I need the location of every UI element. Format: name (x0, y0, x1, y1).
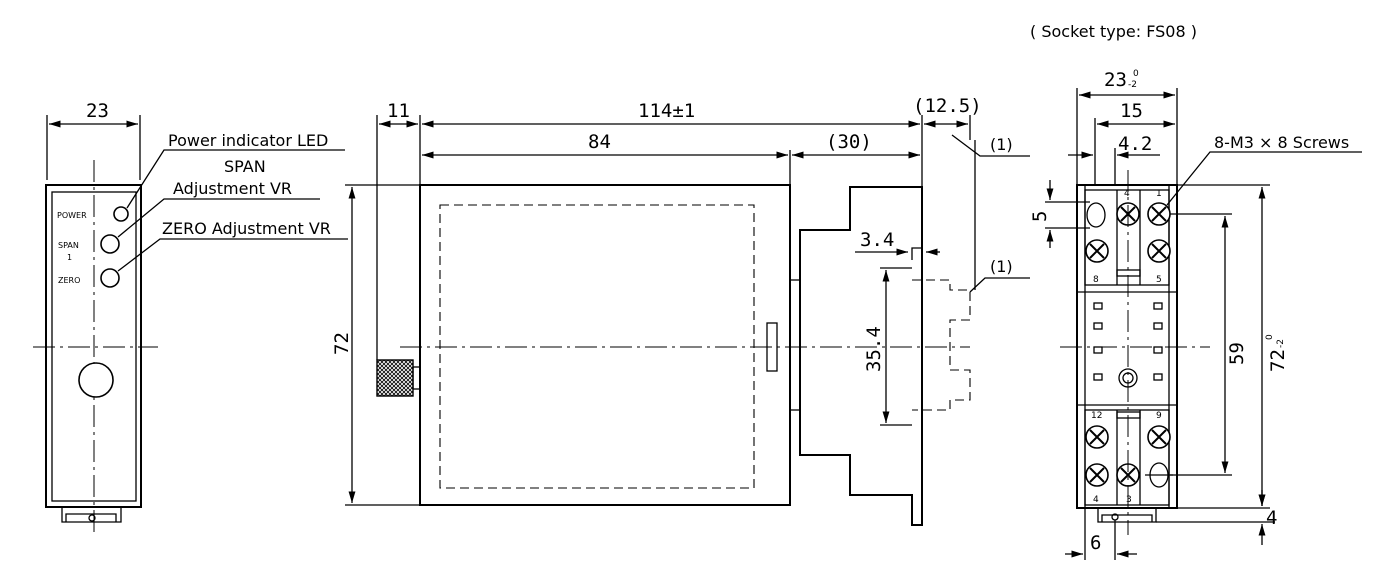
screw-terminal-1-icon (1147, 202, 1171, 226)
mount-hole-icon (1145, 462, 1173, 488)
front-width-dim: 23 (86, 100, 109, 122)
panel-zero-text: ZERO (58, 276, 80, 285)
power-led-label: Power indicator LED (168, 131, 328, 150)
connector-hole-icon (78, 362, 114, 398)
screws-label: 8-M3 × 8 Screws (1214, 133, 1349, 152)
sock-dim-15: 15 (1120, 100, 1143, 122)
power-led-icon (113, 206, 129, 222)
socket-type-caption: ( Socket type: FS08 ) (1030, 22, 1197, 41)
sock-dim-5: 5 (1029, 211, 1051, 222)
pin-holes (1093, 302, 1163, 388)
note-1-bottom: (1) (990, 257, 1013, 276)
sock-dim-59: 59 (1226, 342, 1248, 365)
screw-terminal-4b-icon (1085, 463, 1109, 487)
screw-terminal-8-icon (1085, 239, 1109, 263)
sock-dim-4: 4 (1266, 507, 1277, 529)
terminal-5-num: 5 (1156, 275, 1162, 285)
note-1-top: (1) (990, 135, 1013, 154)
zero-vr-icon (100, 268, 120, 288)
dim-72-side: 72 (331, 332, 353, 355)
terminal-3-num: 3 (1126, 495, 1132, 505)
sock-dim-72-tol-top: 0 (1265, 334, 1275, 340)
side-view: 11 114±1 84 (30) (12.5) 72 3.4 (331, 95, 1030, 526)
panel-power-text: POWER (57, 211, 87, 220)
terminal-1-num: 1 (1156, 189, 1162, 199)
screw-terminal-12-icon (1085, 425, 1109, 449)
dim-84: 84 (588, 131, 611, 153)
sock-dim-72: 72 (1267, 349, 1289, 372)
dim-30: (30) (826, 131, 872, 153)
sock-dim-72-tol: -2 (1276, 339, 1286, 348)
sock-dim-23: 23 (1104, 69, 1127, 91)
adjustment-vr-label: Adjustment VR (173, 179, 292, 198)
knurled-screw-icon (376, 359, 414, 397)
terminal-8-num: 8 (1093, 275, 1099, 285)
span-label: SPAN (224, 157, 266, 176)
screw-terminal-9-icon (1147, 425, 1171, 449)
sock-dim-6: 6 (1090, 532, 1101, 554)
span-vr-icon (100, 234, 120, 254)
sock-dim-4-2: 4.2 (1118, 133, 1152, 155)
screw-4-top-icon (1086, 202, 1106, 228)
front-view: 23 POWER SPAN 1 ZERO Power indicator LED… (33, 100, 348, 535)
screw-terminal-5-icon (1147, 239, 1171, 263)
sock-dim-23-tol-top: 0 (1133, 69, 1139, 79)
terminal-9-num: 9 (1156, 411, 1162, 421)
dim-114: 114±1 (638, 100, 695, 122)
zero-vr-label: ZERO Adjustment VR (162, 219, 331, 238)
dim-12-5: (12.5) (913, 95, 982, 117)
terminal-4b-num: 4 (1093, 495, 1099, 505)
dim-35-4: 35.4 (863, 326, 885, 372)
panel-one-text: 1 (67, 253, 72, 262)
dim-11: 11 (387, 100, 410, 122)
terminal-12-num: 12 (1091, 411, 1102, 421)
socket-view: 23 -2 0 15 4.2 8-M3 × 8 Screws 5 (1029, 69, 1362, 560)
terminal-4-num: 4 (1124, 189, 1130, 199)
dim-3-4: 3.4 (860, 229, 894, 251)
panel-span-text: SPAN (58, 241, 79, 250)
sock-dim-23-tol: -2 (1128, 80, 1137, 90)
